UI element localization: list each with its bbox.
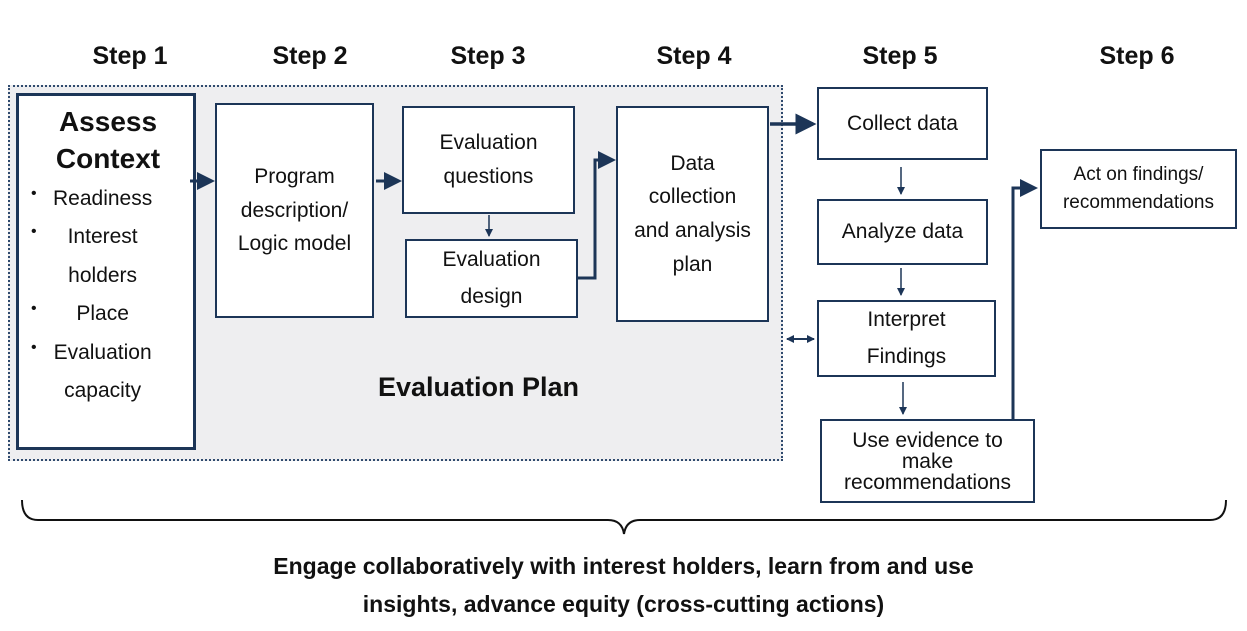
evaluation-design-box: Evaluation design [405, 239, 578, 318]
assess-item-place: Place [29, 294, 152, 333]
evaluation-design-text: Evaluation design [442, 247, 541, 308]
analyze-data-box: Analyze data [817, 199, 988, 265]
assess-context-box: Assess Context Readiness Interest holder… [16, 93, 196, 450]
assess-item-evaluation-capacity: Evaluation capacity [29, 333, 152, 411]
analyze-data-text: Analyze data [841, 220, 964, 244]
assess-context-title: Assess Context [55, 106, 161, 174]
data-collection-box: Data collection and analysis plan [616, 106, 769, 322]
interpret-findings-box: Interpret Findings [817, 300, 996, 377]
data-collection-text: Data collection and analysis plan [634, 151, 751, 276]
interpret-findings-text: Interpret Findings [866, 307, 947, 368]
step-4-label: Step 4 [656, 42, 732, 70]
use-evidence-text: Use evidence to make recommendations [844, 428, 1011, 494]
evaluation-questions-text: Evaluation questions [439, 131, 538, 188]
program-description-box: Program description/ Logic model [215, 103, 374, 318]
act-on-findings-box: Act on findings/ recommendations [1040, 149, 1237, 229]
use-evidence-box: Use evidence to make recommendations [820, 419, 1035, 503]
step-3-label: Step 3 [450, 42, 526, 70]
collect-data-box: Collect data [817, 87, 988, 160]
evaluation-plan-label: Evaluation Plan [378, 372, 580, 402]
program-description-text: Program description/ Logic model [237, 165, 352, 256]
step-2-label: Step 2 [272, 42, 348, 70]
collect-data-text: Collect data [847, 111, 958, 135]
arrow-use-evidence-to-act [1011, 179, 1038, 419]
cross-cutting-line-1: Engage collaboratively with interest hol… [273, 553, 974, 579]
step-5-label: Step 5 [862, 42, 938, 70]
cross-cutting-brace [21, 499, 1227, 535]
step-1-label: Step 1 [92, 42, 168, 70]
step-6-label: Step 6 [1099, 42, 1175, 70]
act-on-findings-text: Act on findings/ recommendations [1062, 164, 1215, 213]
cross-cutting-line-2: insights, advance equity (cross-cutting … [362, 591, 885, 617]
assess-item-interest-holders: Interest holders [29, 217, 152, 295]
arrow-design-to-data-plan [578, 151, 616, 280]
evaluation-questions-box: Evaluation questions [402, 106, 575, 214]
assess-item-readiness: Readiness [29, 179, 152, 218]
assess-context-list: Readiness Interest holders Place Evaluat… [29, 179, 152, 411]
